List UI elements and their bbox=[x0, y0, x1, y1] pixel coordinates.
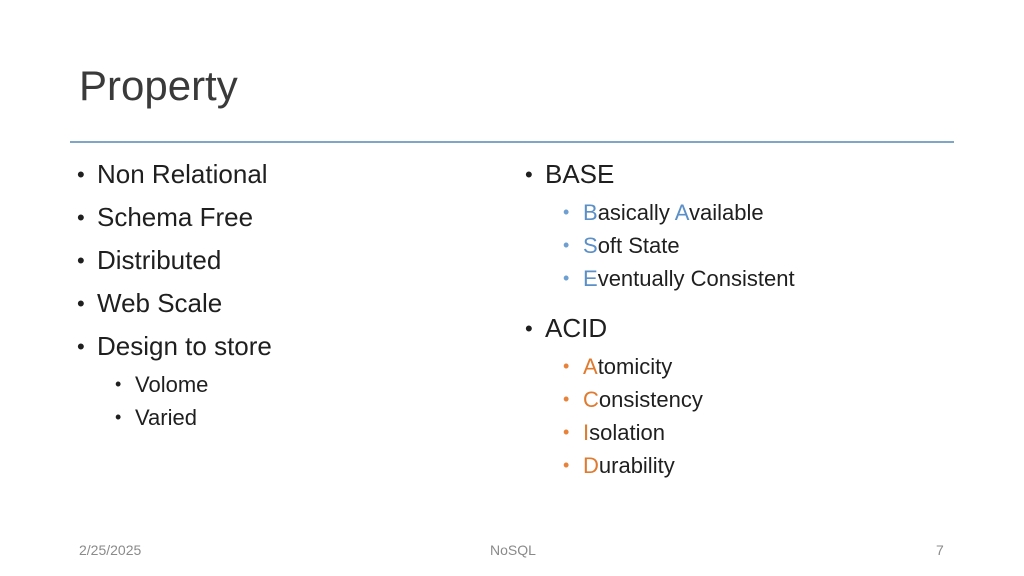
bullet-icon: • bbox=[563, 455, 570, 475]
bullet-icon: • bbox=[563, 356, 570, 376]
acid-items: • Atomicity • Consistency • Isolation • Durabil… bbox=[525, 350, 795, 482]
footer-date: 2/25/2025 bbox=[79, 542, 142, 558]
acid-heading-text: ACID bbox=[545, 313, 608, 343]
slide-title: Property bbox=[79, 62, 238, 109]
bullet-icon: • bbox=[563, 389, 570, 409]
sub-bullet-item: • Durability bbox=[525, 449, 795, 482]
bullet-icon: • bbox=[115, 407, 122, 427]
sub-bullet-text: Basically Available bbox=[583, 196, 764, 229]
slide-number: 7 bbox=[936, 542, 944, 558]
term-text: asically bbox=[597, 200, 675, 225]
term-text: solation bbox=[589, 420, 665, 445]
sub-bullet-text: Eventually Consistent bbox=[583, 262, 795, 295]
bullet-icon: • bbox=[563, 422, 570, 442]
left-bullet-list: • Non Relational • Schema Free • Distribute… bbox=[77, 153, 272, 434]
sub-bullet-item: • Eventually Consistent bbox=[525, 262, 795, 295]
sub-bullet-item: • Varied bbox=[77, 401, 272, 434]
bullet-icon: • bbox=[525, 316, 533, 341]
bullet-item: • Web Scale bbox=[77, 282, 272, 325]
right-bullet-list: •BASE •Basically Available•Soft State•Ev… bbox=[525, 153, 795, 482]
sub-bullet-text: Atomicity bbox=[583, 350, 672, 383]
sub-bullet-item: • Consistency bbox=[525, 383, 795, 416]
sub-bullet-text: Consistency bbox=[583, 383, 703, 416]
bullet-icon: • bbox=[115, 374, 122, 394]
acronym-letter: B bbox=[583, 200, 598, 225]
sub-bullet-item: • Soft State bbox=[525, 229, 795, 262]
term-text: onsistency bbox=[598, 387, 703, 412]
sub-bullet-text: Soft State bbox=[583, 229, 680, 262]
term-text: urability bbox=[598, 453, 675, 478]
sub-bullet-text: Durability bbox=[583, 449, 675, 482]
bullet-item: • Distributed bbox=[77, 239, 272, 282]
sub-bullet-text: Varied bbox=[135, 405, 197, 430]
bullet-text: Schema Free bbox=[97, 202, 254, 232]
sub-bullet-text: Volome bbox=[135, 372, 209, 397]
bullet-text: Distributed bbox=[97, 245, 222, 275]
sub-bullet-item: • Volome bbox=[77, 368, 272, 401]
sub-bullet-item: • Basically Available bbox=[525, 196, 795, 229]
footer-title: NoSQL bbox=[490, 542, 536, 558]
term-text: ventually Consistent bbox=[597, 266, 795, 291]
base-items: • Basically Available • Soft State • Eventual… bbox=[525, 196, 795, 295]
bullet-icon: • bbox=[563, 202, 570, 222]
bullet-item: • Schema Free bbox=[77, 196, 272, 239]
bullet-text: Non Relational bbox=[97, 159, 268, 189]
bullet-icon: • bbox=[77, 248, 85, 273]
acronym-letter: A bbox=[674, 200, 690, 225]
acid-heading: • ACID bbox=[525, 307, 795, 350]
bullet-icon: • bbox=[77, 291, 85, 316]
bullet-icon: • bbox=[563, 235, 570, 255]
term-text: vailable bbox=[689, 200, 764, 225]
bullet-icon: • bbox=[77, 162, 85, 187]
sub-bullet-item: • Atomicity bbox=[525, 350, 795, 383]
base-heading: • BASE bbox=[525, 153, 795, 196]
acronym-letter: A bbox=[583, 354, 598, 379]
acronym-letter: D bbox=[583, 453, 599, 478]
base-heading-text: BASE bbox=[545, 159, 615, 189]
acronym-letter: C bbox=[583, 387, 599, 412]
bullet-icon: • bbox=[525, 162, 533, 187]
bullet-item: • Non Relational bbox=[77, 153, 272, 196]
acronym-letter: E bbox=[583, 266, 598, 291]
acronym-letter: S bbox=[583, 233, 598, 258]
term-text: oft State bbox=[597, 233, 680, 258]
acronym-letter: I bbox=[583, 420, 590, 445]
bullet-icon: • bbox=[563, 268, 570, 288]
bullet-text: Web Scale bbox=[97, 288, 223, 318]
bullet-item: • Design to store bbox=[77, 325, 272, 368]
bullet-text: Design to store bbox=[97, 331, 272, 361]
term-text: tomicity bbox=[597, 354, 673, 379]
bullet-icon: • bbox=[77, 205, 85, 230]
sub-bullet-text: Isolation bbox=[583, 416, 665, 449]
title-divider bbox=[70, 141, 954, 143]
bullet-icon: • bbox=[77, 334, 85, 359]
sub-bullet-item: • Isolation bbox=[525, 416, 795, 449]
